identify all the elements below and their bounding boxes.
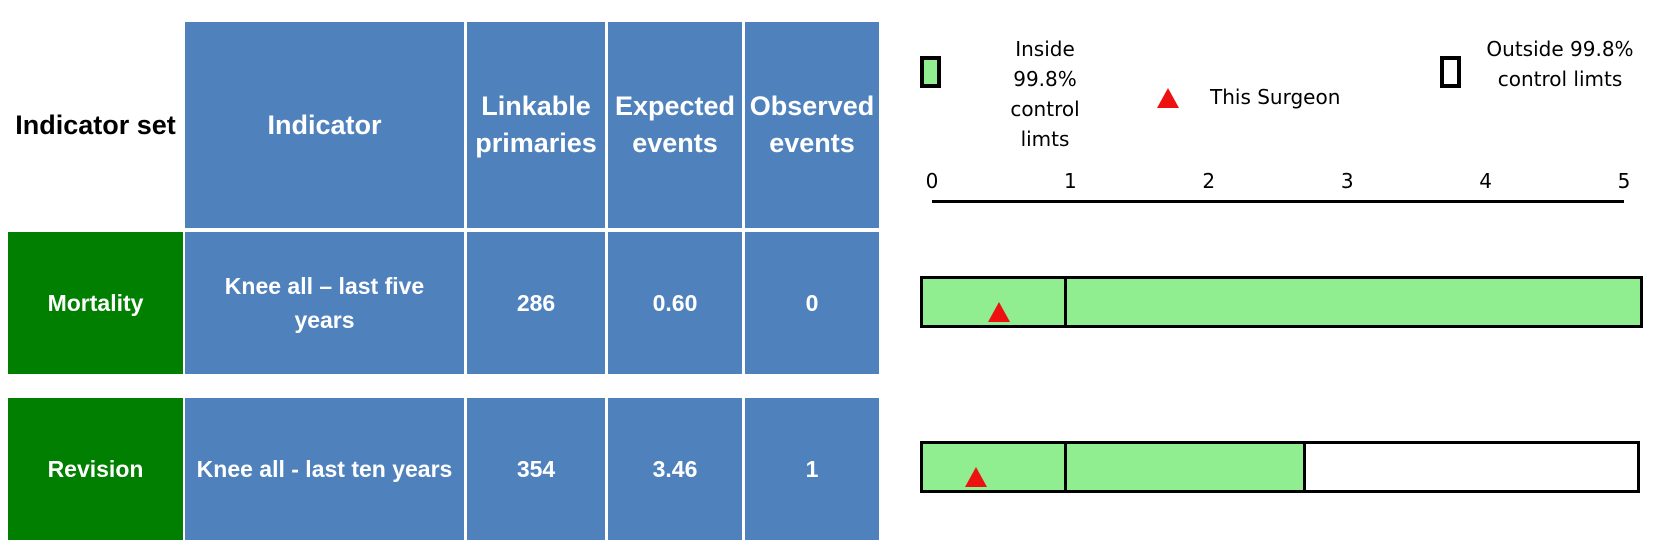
- legend-inside-label: Inside 99.8% control limts: [1010, 37, 1080, 151]
- legend-surgeon-marker: [1157, 88, 1179, 108]
- observed-events-cell: 1: [745, 398, 879, 540]
- inside-limit-bar-high: [1064, 441, 1307, 493]
- surgeon-marker: [965, 467, 988, 487]
- header-indicator: Indicator: [185, 22, 464, 228]
- inside-limit-bar-high: [1064, 276, 1643, 328]
- linkable-primaries-cell: 286: [467, 232, 605, 374]
- header-observed-events: Observed events: [745, 22, 879, 228]
- header-indicator-set: Indicator set: [15, 109, 176, 140]
- x-tick-label: 2: [1202, 169, 1216, 193]
- legend-inside-swatch: [920, 56, 941, 88]
- expected-events-cell: 0.60: [608, 232, 742, 374]
- indicator-cell: Knee all - last ten years: [185, 398, 464, 540]
- inside-limit-bar-low: [920, 441, 1067, 493]
- legend-outside-label: Outside 99.8% control limts: [1486, 37, 1634, 91]
- header-linkable-primaries: Linkable primaries: [467, 22, 605, 228]
- x-tick-label: 4: [1479, 169, 1492, 193]
- surgeon-marker: [988, 302, 1011, 322]
- x-axis-line: [932, 200, 1624, 203]
- indicator-set-mortality: Mortality: [8, 232, 183, 374]
- indicator-set-revision: Revision: [8, 398, 183, 540]
- x-tick-label: 3: [1340, 169, 1354, 193]
- indicator-cell: Knee all – last five years: [185, 232, 464, 374]
- x-tick-label: 1: [1064, 169, 1077, 193]
- legend-outside-swatch: [1440, 56, 1461, 88]
- outside-limit-bar: [1303, 441, 1640, 493]
- expected-events-cell: 3.46: [608, 398, 742, 540]
- legend-surgeon-label: This Surgeon: [1210, 85, 1341, 109]
- observed-events-cell: 0: [745, 232, 879, 374]
- x-tick-label: 5: [1617, 169, 1631, 193]
- header-expected-events: Expected events: [608, 22, 742, 228]
- linkable-primaries-cell: 354: [467, 398, 605, 540]
- x-tick-label: 0: [925, 169, 939, 193]
